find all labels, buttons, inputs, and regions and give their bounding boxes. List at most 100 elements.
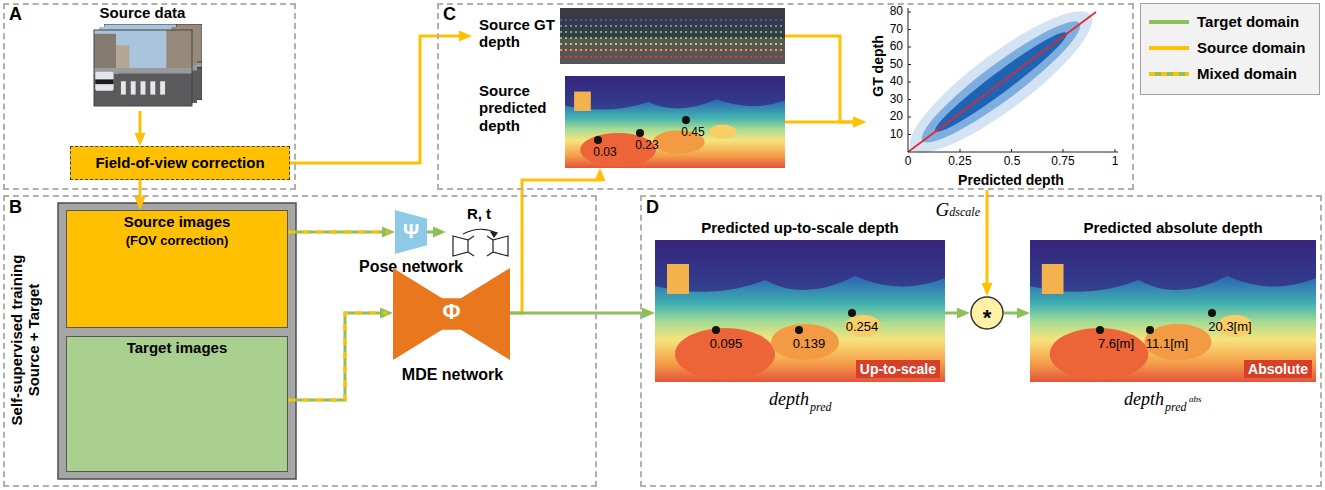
connector-line <box>785 121 860 124</box>
image-box: Source GT depth <box>472 8 785 64</box>
depth-value: 0.23 <box>627 139 667 153</box>
text-holder: pred <box>810 401 850 415</box>
text-holder: GT depth <box>869 26 887 106</box>
node-label: Source predicted depth <box>479 82 561 134</box>
text-holder: 7.6[m] <box>1091 337 1141 352</box>
text-holder: 0.095 <box>706 337 746 352</box>
camera-ray <box>468 236 474 240</box>
text-holder: Pose network <box>351 258 471 276</box>
connector-line <box>427 231 440 234</box>
connector-dash <box>288 313 387 400</box>
connector <box>140 111 141 140</box>
connector <box>427 232 440 233</box>
connector-line <box>785 36 860 122</box>
operator-symbol: * <box>970 305 1004 330</box>
depth-value: 7.6[m] <box>1091 337 1141 352</box>
camera-ray <box>487 252 493 256</box>
node-label: Field-of-view correction <box>95 154 264 171</box>
absolute-image <box>1030 240 1316 382</box>
tick-label: 1 <box>1105 155 1125 169</box>
image-stack-frame <box>58 203 296 479</box>
network-symbol: Φ <box>393 299 510 324</box>
text-holder: Source data <box>80 4 205 22</box>
text-holder: R, t <box>446 205 512 223</box>
depth-value: 20.3[m] <box>1205 320 1255 335</box>
source-data-stack <box>94 24 202 106</box>
dot <box>795 326 803 334</box>
text-holder: Predicted absolute depth <box>1030 219 1316 237</box>
math-symbol: depth <box>1100 389 1164 410</box>
panel-letter: C <box>443 4 473 25</box>
pose-output: R, t <box>446 204 512 256</box>
dot <box>636 129 644 137</box>
legend-text: Source domain <box>1197 39 1305 56</box>
camera-ray <box>487 236 493 240</box>
text-holder: 40 <box>877 75 903 89</box>
text-holder: C <box>443 4 473 25</box>
text-holder: 0 <box>893 155 923 169</box>
network-shape: ΦMDE network <box>393 268 510 360</box>
connector-line <box>288 231 389 234</box>
tick <box>1011 149 1012 152</box>
math-symbol: depth <box>745 389 809 410</box>
tick-label: 80 <box>877 5 903 19</box>
text-holder: Φ <box>393 299 510 324</box>
text-holder: Source predicted depth <box>479 82 561 134</box>
process-box: Field-of-view correction <box>70 146 290 180</box>
tick-label: 60 <box>877 40 903 54</box>
camera <box>493 236 508 256</box>
text-holder: depth <box>745 389 809 410</box>
tick <box>908 82 911 83</box>
text-holder: Gdscale <box>915 199 982 221</box>
legend-text: Target domain <box>1197 13 1299 30</box>
dot <box>682 116 690 124</box>
node-label: MDE network <box>402 366 503 384</box>
connector <box>1004 313 1024 314</box>
identity-line <box>908 12 1096 152</box>
connector-line <box>1004 312 1024 315</box>
connector <box>288 232 389 233</box>
depth-value: 0.254 <box>842 320 882 335</box>
connector-line <box>945 312 964 315</box>
connector <box>288 313 387 400</box>
tick <box>1063 149 1064 152</box>
text-holder: 30 <box>877 93 903 107</box>
network-shape: ΨPose network <box>395 210 427 254</box>
text-holder: Predicted up-to-scale depth <box>655 219 945 237</box>
image-box: Source predicted depth0.030.230.45 <box>472 76 785 168</box>
node-label: R, t <box>467 205 491 222</box>
depth-value: 0.03 <box>585 146 625 160</box>
tick-label: 20 <box>877 110 903 124</box>
tick-label: 40 <box>877 75 903 89</box>
dot <box>1096 326 1104 334</box>
legend-entry: Mixed domain <box>1141 64 1317 84</box>
text-holder: 0.25 <box>940 155 980 169</box>
legend-line-dash <box>1149 72 1189 76</box>
legend-box: Target domainSource domainMixed domain <box>1140 3 1320 95</box>
math-subscript: pred <box>810 401 850 415</box>
side-title: Self-supervised training Source + Target <box>8 230 43 450</box>
image-box: Source data <box>80 3 205 111</box>
text-holder: * <box>970 305 1004 330</box>
tick-label: 0 <box>893 155 923 169</box>
tick <box>908 134 911 135</box>
camera <box>453 236 468 256</box>
legend-sample <box>1147 38 1191 58</box>
predicted-depth-image <box>565 76 785 168</box>
cloud <box>895 0 1108 172</box>
tick <box>908 47 911 48</box>
network-symbol: Ψ <box>395 220 427 243</box>
encoder-decoder-shape <box>393 268 510 360</box>
text-holder: 0.139 <box>789 337 829 352</box>
tick <box>908 12 911 13</box>
connector <box>140 180 141 204</box>
text-holder: 11.1[m] <box>1142 337 1192 352</box>
panel-letter: D <box>646 197 676 218</box>
connector <box>945 313 964 314</box>
connector <box>290 36 466 163</box>
text-holder: abs <box>1189 394 1219 404</box>
text-holder: Target images <box>66 339 288 357</box>
tick <box>908 29 911 30</box>
connector-line <box>139 111 142 140</box>
